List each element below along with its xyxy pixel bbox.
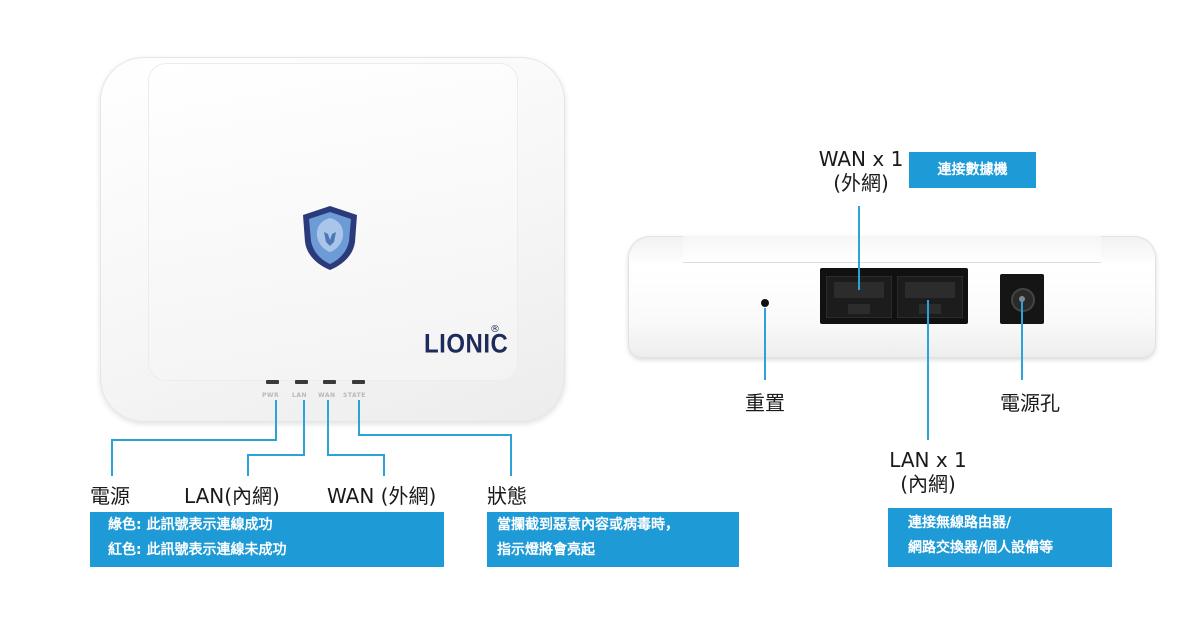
leader-wan-v2 (383, 454, 385, 476)
label-wan: WAN (外網) (327, 484, 437, 508)
leader-lan-port (927, 300, 929, 440)
leader-lan-h (247, 454, 305, 456)
leader-power (275, 400, 277, 440)
leader-wan (327, 400, 329, 456)
leader-lan-v2 (247, 454, 249, 476)
label-power-jack: 電源孔 (1000, 391, 1060, 415)
label-state: 狀態 (487, 484, 527, 508)
ethernet-port-icon (897, 276, 963, 318)
leader-lan (303, 400, 305, 455)
device-back-lid (683, 236, 1101, 263)
leader-power-jack (1021, 300, 1023, 380)
label-wan-port: WAN x 1 (外網) (818, 147, 904, 195)
label-lan-port: LAN x 1 (內網) (889, 448, 967, 496)
brand-logo: LIONIC (424, 329, 509, 360)
shield-lion-logo (303, 206, 357, 270)
leader-wan-h (327, 454, 385, 456)
state-status-line1: 當攔截到惡意內容或病毒時， (497, 517, 679, 533)
leader-power-v2 (111, 439, 113, 476)
leader-state-v2 (510, 434, 512, 476)
leader-state (358, 400, 360, 436)
label-power: 電源 (90, 484, 130, 508)
device-back (628, 236, 1156, 358)
info-box-lan-port: 連接無線路由器/ 網路交換器/個人設備等 (888, 508, 1112, 567)
led-label-state: STATE (343, 392, 366, 399)
leader-reset (764, 308, 766, 380)
led-label-pwr: PWR (262, 392, 280, 399)
reset-hole-icon (761, 299, 769, 307)
label-lan: LAN(內網) (184, 484, 280, 508)
leader-power-h (111, 439, 277, 441)
info-box-power-status: 綠色: 此訊號表示連線成功 紅色: 此訊號表示連線未成功 (90, 512, 444, 567)
power-status-green: 綠色: 此訊號表示連線成功 (108, 517, 273, 533)
label-reset: 重置 (745, 391, 785, 415)
power-status-red: 紅色: 此訊號表示連線未成功 (108, 542, 287, 558)
info-box-state-status: 當攔截到惡意內容或病毒時， 指示燈將會亮起 (487, 512, 739, 567)
leader-state-h (358, 434, 512, 436)
state-status-line2: 指示燈將會亮起 (497, 542, 595, 558)
led-lan (295, 380, 308, 384)
registered-mark: ® (490, 324, 500, 335)
led-label-wan: WAN (318, 392, 336, 399)
leader-wan-port (858, 206, 860, 290)
info-box-wan-port: 連接數據機 (909, 152, 1036, 188)
lan-port-line1: 連接無線路由器/ (908, 515, 1012, 531)
led-pwr (266, 380, 279, 384)
lan-port-line2: 網路交換器/個人設備等 (908, 540, 1054, 556)
led-state (352, 380, 365, 384)
led-label-lan: LAN (292, 392, 307, 399)
led-wan (323, 380, 336, 384)
